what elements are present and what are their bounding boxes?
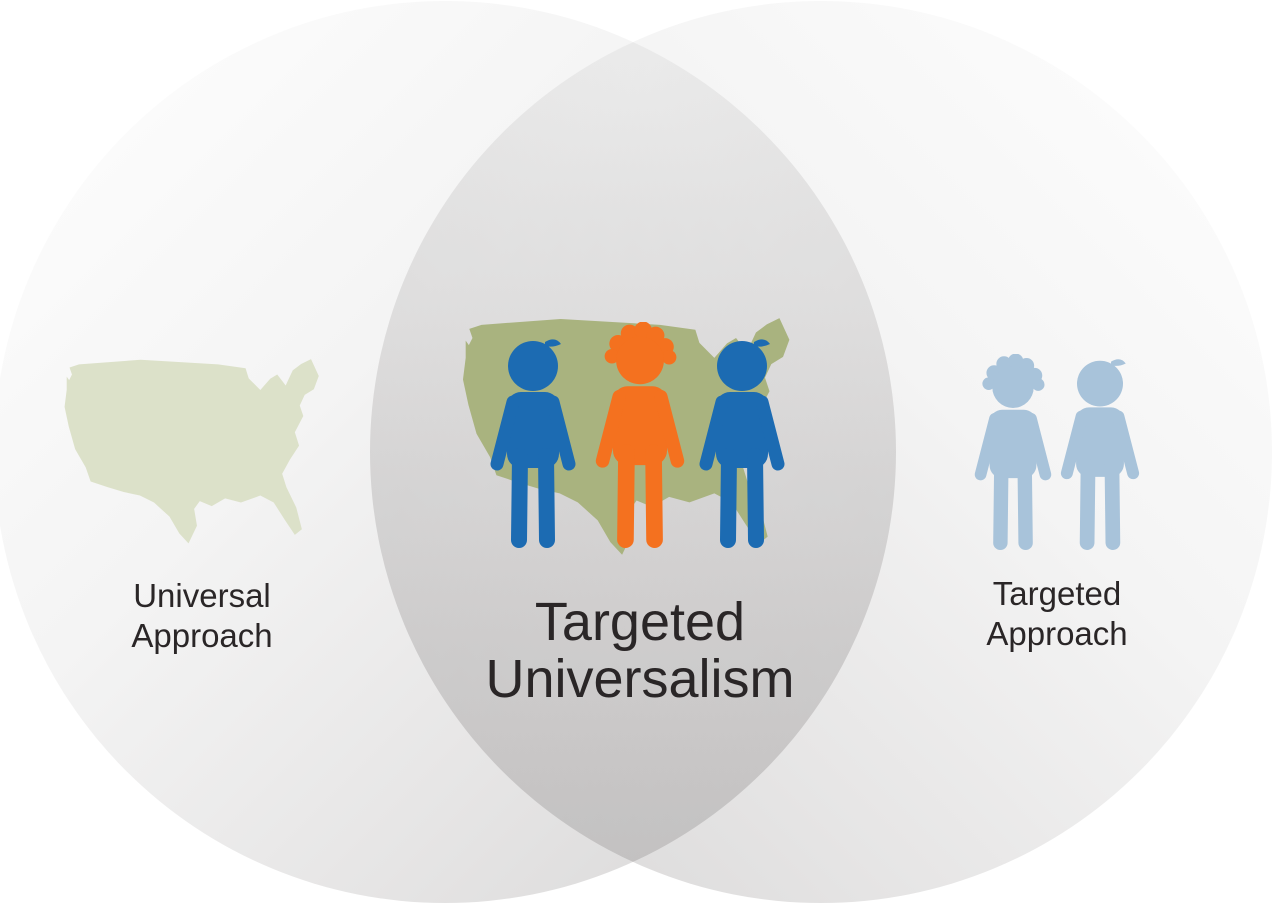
label-line: Targeted bbox=[534, 592, 746, 652]
label-line: Targeted bbox=[992, 575, 1122, 612]
label-line: Approach bbox=[986, 615, 1128, 652]
person-pale-plain-icon bbox=[1054, 358, 1146, 550]
label-line: Universalism bbox=[485, 649, 795, 709]
person-blue-left-icon bbox=[483, 338, 583, 548]
label-line: Approach bbox=[131, 617, 273, 654]
person-blue-right-icon bbox=[692, 338, 792, 548]
label-targeted-approach: Targeted Approach bbox=[912, 574, 1202, 654]
label-targeted-universalism: Targeted Universalism bbox=[440, 594, 840, 708]
person-pale-curly-icon bbox=[968, 354, 1058, 550]
label-universal-approach: Universal Approach bbox=[57, 576, 347, 656]
us-map-pale-icon bbox=[64, 359, 319, 544]
person-orange-curly-icon bbox=[588, 322, 692, 548]
label-line: Universal bbox=[133, 577, 271, 614]
